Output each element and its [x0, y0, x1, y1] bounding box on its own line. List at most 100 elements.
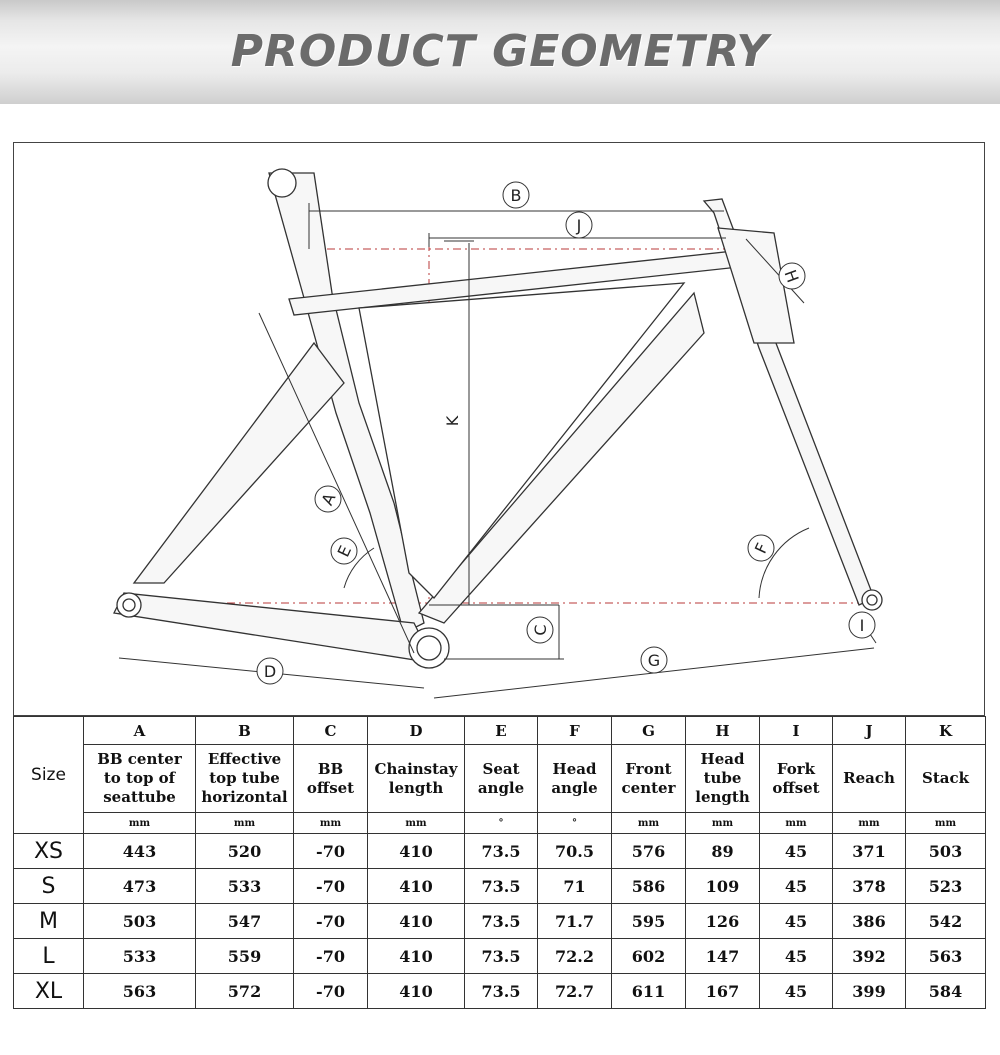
column-unit: mm	[685, 812, 760, 834]
value-cell: 73.5	[464, 868, 538, 904]
column-description-line: offset	[772, 778, 820, 797]
column-description-line: center	[621, 778, 676, 797]
value-cell: 73.5	[464, 833, 538, 869]
value-cell: 584	[905, 973, 986, 1009]
column-letter: B	[195, 716, 294, 745]
value-cell: 503	[83, 903, 196, 939]
column-unit: mm	[611, 812, 686, 834]
column-description-line: angle	[477, 778, 525, 797]
column-description-line: Stack	[921, 769, 969, 787]
value-cell: 533	[83, 938, 196, 974]
callout-h: H	[778, 262, 806, 290]
value-cell: 595	[611, 903, 686, 939]
size-cell: S	[13, 868, 84, 904]
value-cell: -70	[293, 903, 368, 939]
column-unit: mm	[759, 812, 833, 834]
geometry-diagram: B J H K A E F C I G D	[13, 142, 985, 716]
svg-text:J: J	[576, 216, 582, 235]
callout-e: E	[330, 537, 358, 565]
callout-j: J	[565, 211, 593, 239]
value-cell: 563	[905, 938, 986, 974]
column-description-line: to top of	[103, 769, 176, 787]
svg-text:D: D	[264, 662, 276, 681]
value-cell: 45	[759, 938, 833, 974]
column-description-line: Head	[552, 759, 597, 778]
column-unit: mm	[367, 812, 465, 834]
column-unit: mm	[905, 812, 986, 834]
frame-outline	[113, 168, 883, 669]
size-cell: M	[13, 903, 84, 939]
column-unit: mm	[195, 812, 294, 834]
value-cell: -70	[293, 938, 368, 974]
column-description-line: tube	[703, 769, 742, 787]
value-cell: 473	[83, 868, 196, 904]
value-cell: 45	[759, 833, 833, 869]
value-cell: 386	[832, 903, 906, 939]
column-description-line: Reach	[843, 769, 895, 787]
column-letter: F	[537, 716, 612, 745]
callout-k: K	[443, 415, 462, 426]
value-cell: 520	[195, 833, 294, 869]
callout-b: B	[502, 181, 530, 209]
callout-d: D	[256, 657, 284, 685]
column-description-line: offset	[306, 778, 355, 797]
column-letter: H	[685, 716, 760, 745]
value-cell: 45	[759, 973, 833, 1009]
value-cell: 611	[611, 973, 686, 1009]
bike-frame-drawing: B J H K A E F C I G D	[113, 168, 883, 699]
value-cell: 45	[759, 868, 833, 904]
value-cell: 73.5	[464, 938, 538, 974]
value-cell: -70	[293, 868, 368, 904]
column-description-line: length	[388, 778, 444, 797]
column-unit: mm	[83, 812, 196, 834]
column-description-line: Chainstay	[374, 759, 458, 778]
column-unit: °	[464, 812, 538, 834]
callout-i: I	[848, 611, 876, 639]
value-cell: 392	[832, 938, 906, 974]
column-description-line: horizontal	[201, 788, 288, 806]
column-description-line: Fork	[776, 759, 816, 778]
column-description-line: BB	[317, 759, 344, 778]
value-cell: 167	[685, 973, 760, 1009]
column-description-line: Seat	[482, 759, 520, 778]
svg-text:C: C	[531, 624, 550, 635]
column-letter: D	[367, 716, 465, 745]
value-cell: 503	[905, 833, 986, 869]
value-cell: 126	[685, 903, 760, 939]
column-unit: mm	[293, 812, 368, 834]
column-letter: J	[832, 716, 906, 745]
size-header: Size	[13, 716, 84, 834]
value-cell: 410	[367, 833, 465, 869]
svg-text:K: K	[443, 415, 462, 426]
column-description: Reach	[832, 744, 906, 813]
callout-c: C	[526, 616, 554, 644]
callout-g: G	[640, 646, 668, 674]
value-cell: 72.2	[537, 938, 612, 974]
column-unit: mm	[832, 812, 906, 834]
value-cell: 533	[195, 868, 294, 904]
size-cell: L	[13, 938, 84, 974]
value-cell: 576	[611, 833, 686, 869]
page-title: PRODUCT GEOMETRY	[230, 26, 770, 77]
dimension-callouts: B J H K A E F C I G D	[256, 181, 876, 685]
value-cell: 443	[83, 833, 196, 869]
value-cell: 71.7	[537, 903, 612, 939]
column-letter: G	[611, 716, 686, 745]
value-cell: 371	[832, 833, 906, 869]
column-description-line: Head	[700, 750, 745, 768]
value-cell: 399	[832, 973, 906, 1009]
value-cell: 559	[195, 938, 294, 974]
value-cell: 410	[367, 868, 465, 904]
